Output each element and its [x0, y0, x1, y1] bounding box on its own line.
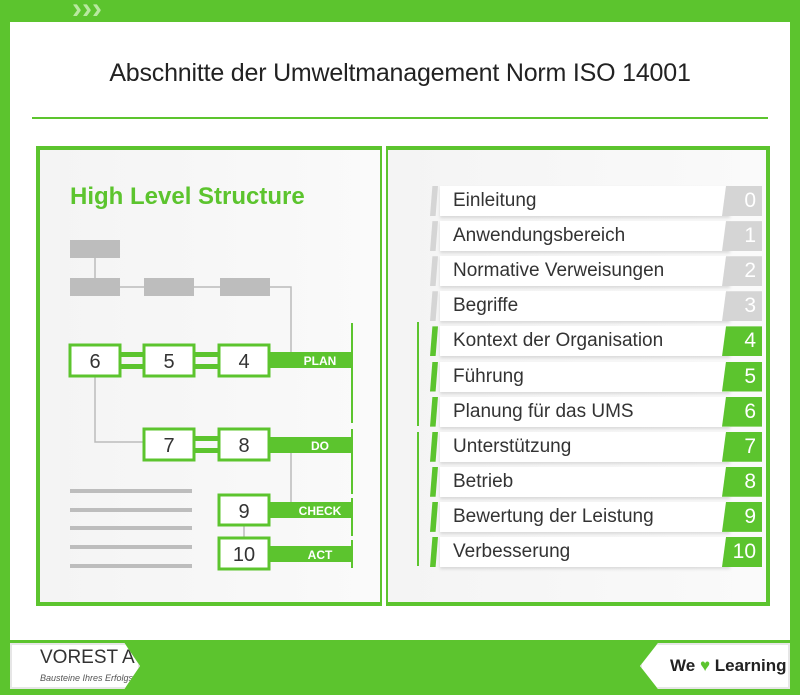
section-label: Bewertung der Leistung	[453, 505, 654, 527]
section-bar	[440, 466, 730, 497]
text-lines	[70, 489, 192, 568]
section-item: Führung 5	[430, 361, 762, 392]
box-label: 9	[238, 501, 249, 523]
section-number: 9	[722, 501, 762, 532]
box-4	[217, 343, 271, 378]
box-label: 10	[233, 544, 255, 566]
section-item: Unterstützung 7	[430, 431, 762, 462]
phase-do: DO	[311, 439, 329, 453]
section-bar	[440, 361, 730, 392]
section-bar	[440, 431, 730, 462]
box-6	[68, 343, 122, 378]
chevron-decoration-icon: ›››	[72, 0, 102, 25]
we-text: We	[670, 656, 696, 675]
accent-mark	[430, 291, 438, 322]
learning-text: Learning	[714, 656, 787, 675]
phase-act: ACT	[308, 548, 333, 562]
section-bar	[440, 501, 730, 532]
heart-icon: ♥	[699, 656, 711, 675]
section-item: Betrieb 8	[430, 466, 762, 497]
phase-check: CHECK	[299, 504, 342, 518]
section-number: 4	[722, 326, 762, 357]
section-number: 7	[722, 431, 762, 462]
vorest-logo: VOREST AG Bausteine Ihres Erfolgs	[10, 643, 140, 689]
section-item: Bewertung der Leistung 9	[430, 501, 762, 532]
section-label: Verbesserung	[453, 541, 571, 562]
box-label: 7	[163, 435, 174, 457]
title-divider	[32, 117, 768, 119]
section-item: Begriffe 3	[430, 291, 762, 322]
do-bar	[269, 437, 352, 453]
accent-mark	[430, 501, 438, 532]
page-title: Abschnitte der Umweltmanagement Norm ISO…	[109, 59, 691, 87]
accent-mark	[430, 396, 438, 427]
accent-mark	[430, 186, 438, 216]
gray-box	[70, 240, 120, 258]
section-label: Betrieb	[453, 470, 514, 492]
check-bar	[269, 502, 352, 518]
box-5	[142, 343, 196, 378]
section-bar	[440, 186, 730, 216]
section-number: 0	[722, 186, 762, 216]
box-9	[217, 493, 271, 527]
section-label: Anwendungsbereich	[453, 225, 626, 247]
section-label: Unterstützung	[453, 435, 572, 457]
section-number: 3	[722, 291, 762, 322]
box-label: 5	[163, 351, 174, 373]
section-item: Anwendungsbereich 1	[430, 221, 762, 252]
section-bar	[440, 396, 730, 427]
section-label: Einleitung	[453, 190, 537, 211]
section-number: 5	[722, 361, 762, 392]
section-item: Einleitung 0	[430, 186, 762, 216]
bracket-do-act	[417, 432, 419, 566]
section-number: 1	[722, 221, 762, 252]
accent-mark	[430, 326, 438, 357]
accent-mark	[430, 221, 438, 252]
accent-mark	[430, 431, 438, 462]
section-item: Kontext der Organisation 4	[430, 326, 762, 357]
gray-box	[220, 278, 270, 296]
plan-bar	[269, 352, 352, 368]
we-love-learning: We ♥ Learning	[640, 643, 790, 689]
accent-mark	[430, 537, 438, 567]
section-label: Normative Verweisungen	[453, 260, 665, 282]
gray-box	[144, 278, 194, 296]
section-bar	[440, 537, 730, 567]
section-label: Führung	[453, 365, 524, 387]
section-label: Planung für das UMS	[453, 400, 634, 422]
section-number: 6	[722, 396, 762, 427]
hls-heading: High Level Structure	[70, 183, 305, 210]
section-item: Planung für das UMS 6	[430, 396, 762, 427]
accent-mark	[430, 361, 438, 392]
accent-mark	[430, 256, 438, 287]
section-item: Normative Verweisungen 2	[430, 256, 762, 287]
box-label: 4	[238, 351, 249, 373]
section-item: Verbesserung 10	[430, 537, 762, 567]
section-label: Kontext der Organisation	[453, 330, 664, 352]
box-label: 8	[238, 435, 249, 457]
box-8	[217, 427, 271, 462]
bracket-plan	[417, 322, 419, 426]
section-bar	[440, 221, 730, 252]
box-label: 6	[89, 351, 100, 373]
section-number: 2	[722, 256, 762, 287]
box-7	[142, 427, 196, 462]
act-bar	[269, 546, 352, 562]
section-bar	[440, 326, 730, 357]
section-label: Begriffe	[453, 295, 519, 317]
company-name: VOREST AG	[40, 647, 150, 668]
accent-mark	[430, 466, 438, 497]
section-number: 8	[722, 466, 762, 497]
company-slogan: Bausteine Ihres Erfolgs	[40, 673, 134, 683]
section-bar	[440, 291, 730, 322]
section-number: 10	[722, 537, 762, 567]
phase-plan: PLAN	[304, 354, 337, 368]
gray-box	[70, 278, 120, 296]
box-10	[217, 536, 271, 571]
section-bar	[440, 256, 730, 287]
